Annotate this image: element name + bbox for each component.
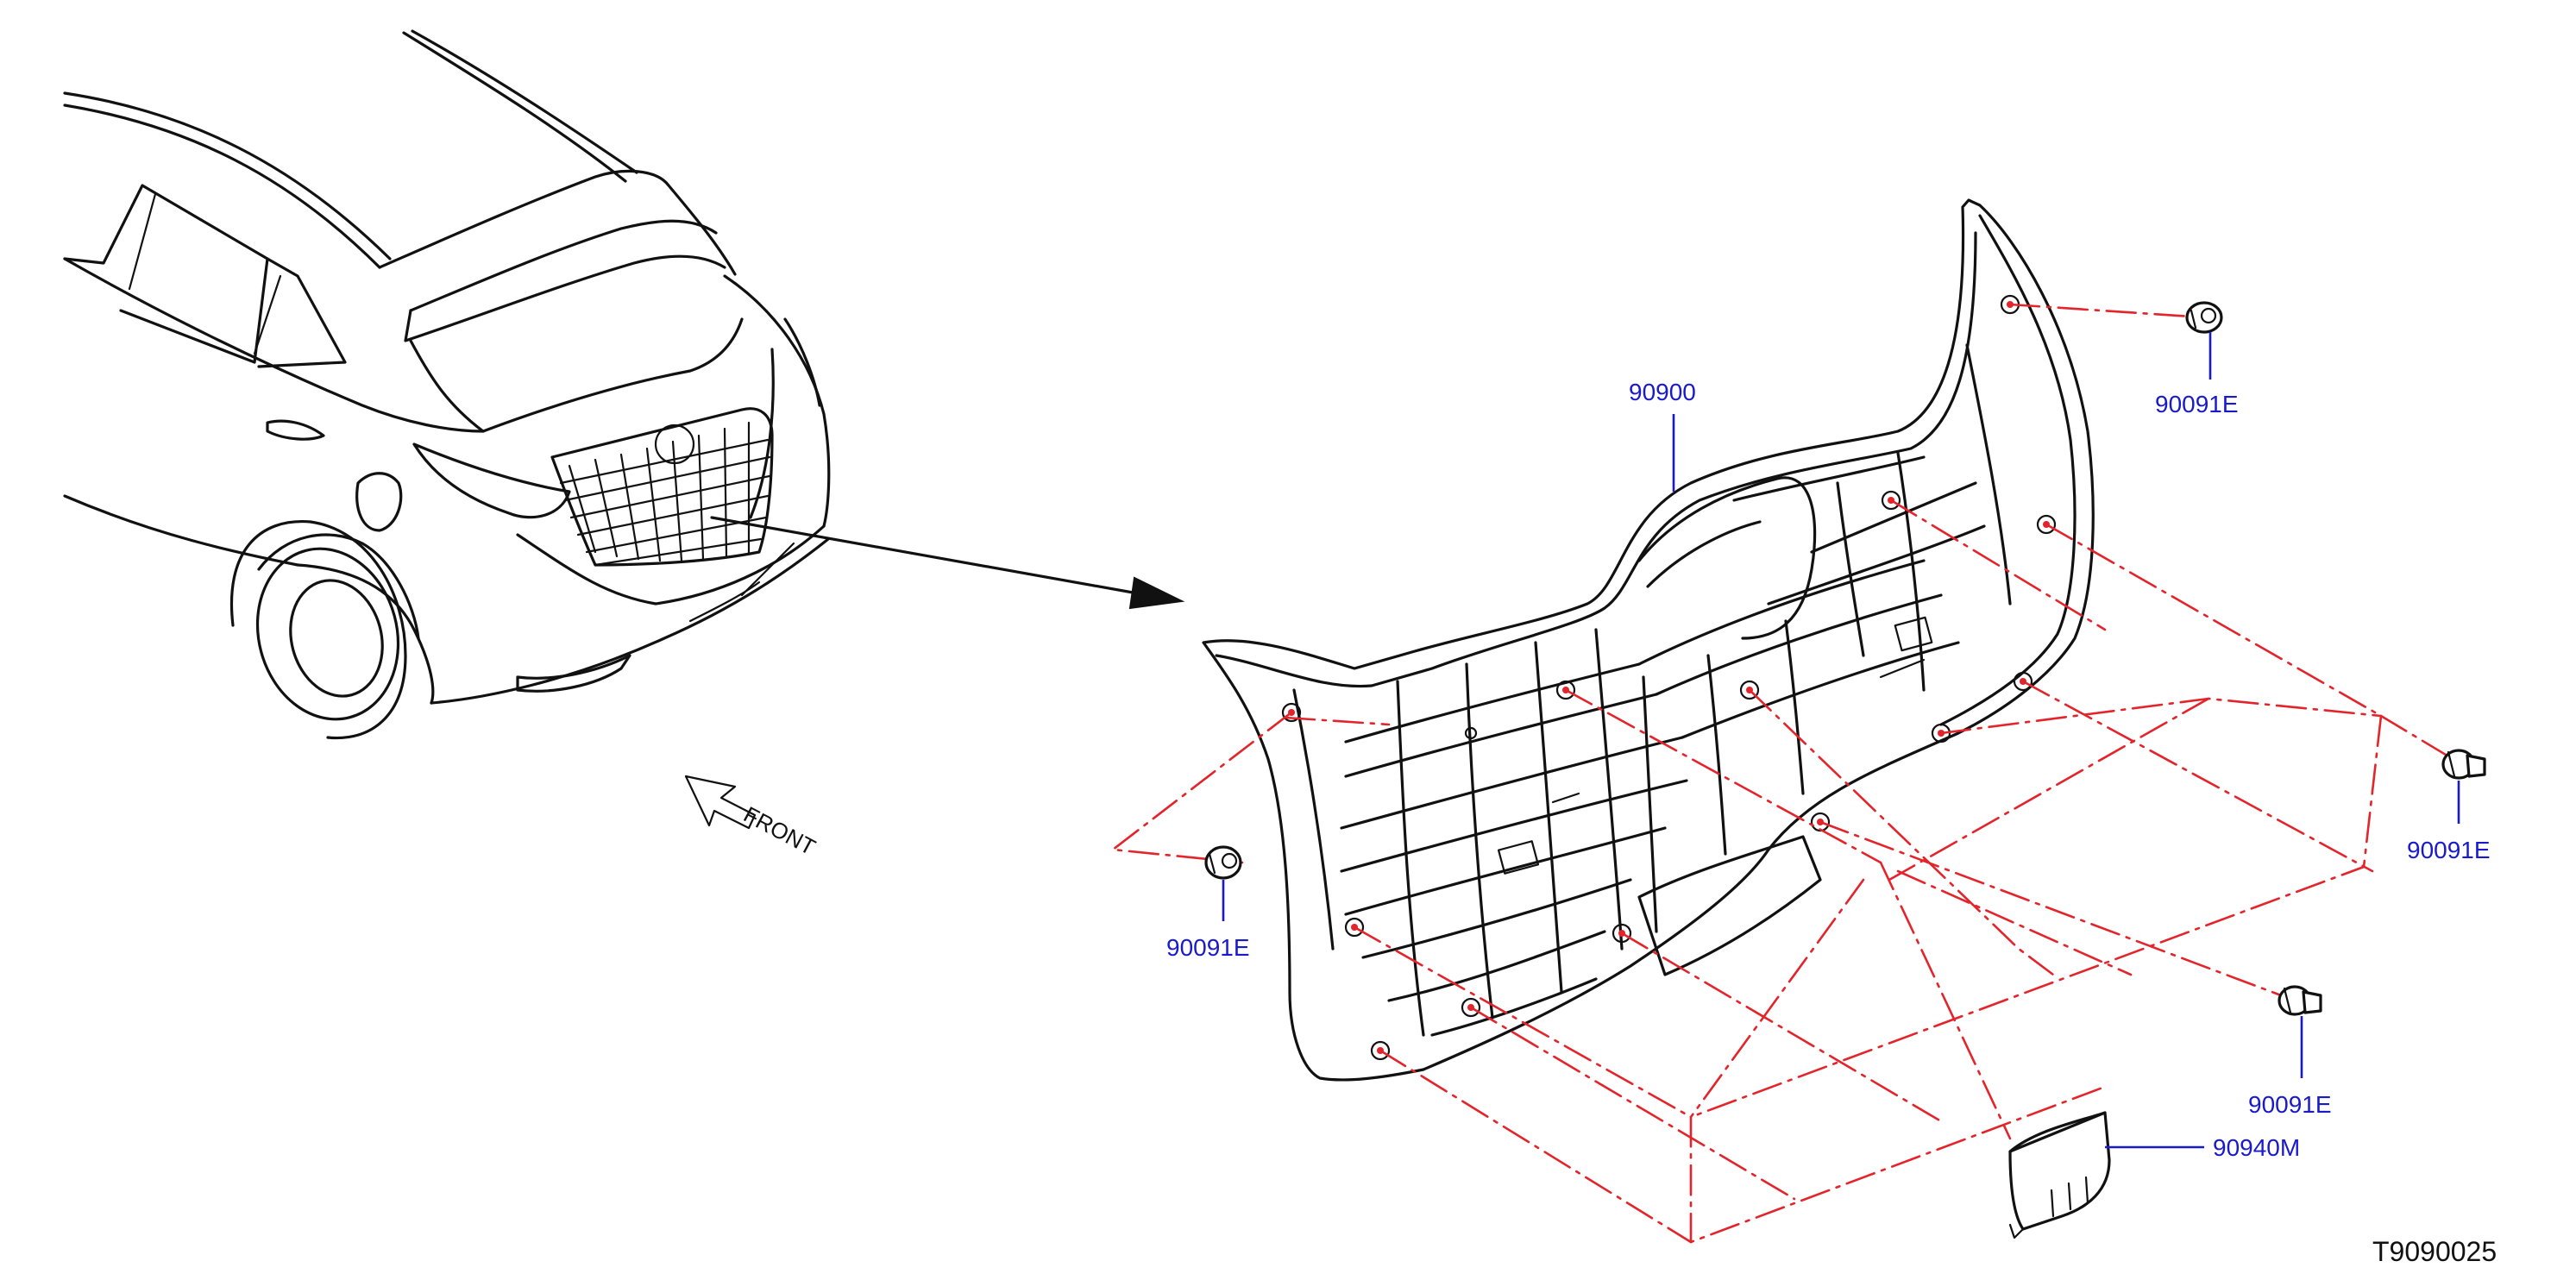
front-label: FRONT bbox=[739, 801, 820, 861]
clip-top-right bbox=[2185, 301, 2223, 334]
callout-clip-left: 90091E bbox=[1166, 934, 1250, 961]
assembly-lines bbox=[1109, 303, 2469, 1244]
detail-pointer-arrow bbox=[710, 516, 1185, 610]
reference-number: T9090025 bbox=[2372, 1236, 2497, 1267]
vehicle-illustration bbox=[63, 29, 831, 740]
callout-90940m: 90940M bbox=[2213, 1134, 2300, 1161]
clip-lower-right bbox=[2278, 985, 2322, 1016]
grip-handle bbox=[2008, 1111, 2111, 1239]
front-arrow-icon bbox=[684, 775, 757, 830]
callout-clip-right: 90091E bbox=[2407, 837, 2491, 863]
clip-left bbox=[1204, 845, 1242, 880]
tailgate-trim-panel bbox=[1202, 198, 2095, 1082]
callout-leaders bbox=[1222, 332, 2460, 1149]
callout-clip-top-right: 90091E bbox=[2155, 391, 2239, 417]
callout-clip-lower-right: 90091E bbox=[2248, 1091, 2332, 1118]
callout-90900: 90900 bbox=[1629, 379, 1696, 405]
clip-right bbox=[2441, 749, 2486, 780]
front-direction-indicator: FRONT bbox=[684, 775, 820, 861]
